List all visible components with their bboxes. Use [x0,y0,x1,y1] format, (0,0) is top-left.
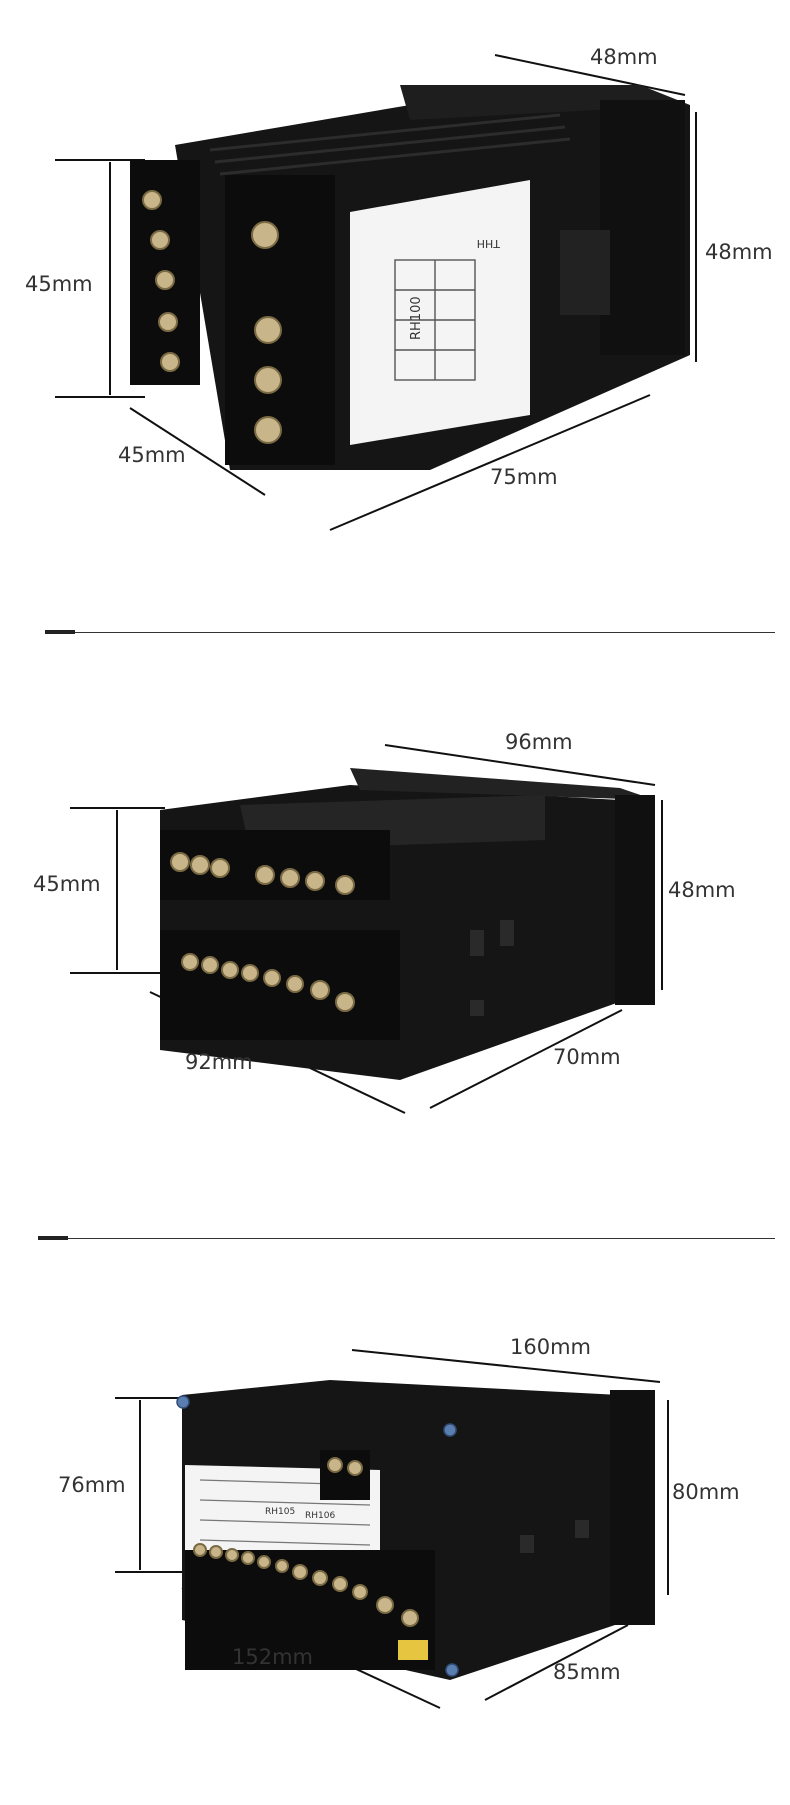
terminal-block-bottom [185,1550,435,1670]
dim-depth: 75mm [490,465,558,489]
warning-sticker [398,1640,428,1660]
corner-bolt [443,1423,457,1437]
dim-line-depth [429,1009,623,1109]
dim-line-depth [329,394,651,531]
terminal-block-bottom [160,930,400,1040]
terminal-block-left [130,160,335,465]
screw [254,416,282,444]
screw [150,230,170,250]
label-model-a: RH105 [265,1507,295,1517]
dim-front-width: 160mm [510,1335,591,1359]
label-brand: THH [477,237,501,250]
front-bezel [600,100,685,355]
front-bezel-top [400,85,690,120]
dim-line-depth [484,1624,629,1701]
terminal-block-top [320,1450,370,1500]
front-bezel [615,795,655,1005]
screw [254,316,282,344]
dim-front-height: 48mm [668,878,736,902]
product-2-drawing [70,744,663,1114]
separator-2-mark [38,1236,68,1240]
dim-front-width: 48mm [590,45,658,69]
dim-back-width: 152mm [232,1645,313,1669]
dim-front-width: 96mm [505,730,573,754]
product-2: 96mm 48mm 45mm 92mm 70mm [0,700,790,1120]
label-model: RH100 [409,296,424,340]
screw [158,312,178,332]
screw [142,190,162,210]
label-model-b: RH106 [305,1511,335,1521]
dim-line-front-width [494,54,686,96]
dim-front-height: 48mm [705,240,773,264]
product-3-drawing: RH105 RH106 [115,1349,669,1709]
dim-front-height: 80mm [672,1480,740,1504]
corner-bolt [176,1395,190,1409]
dim-line-back-width [129,407,266,496]
dim-depth: 70mm [553,1045,621,1069]
screw [251,221,279,249]
dim-back-width: 45mm [118,443,186,467]
dim-line-front-width [384,744,656,786]
dim-depth: 85mm [553,1660,621,1684]
wiring-label [350,180,530,445]
front-bezel [610,1390,655,1625]
side-clip [560,230,610,315]
screw [254,366,282,394]
dim-back-width: 92mm [185,1050,253,1074]
screw [155,270,175,290]
front-bezel-top [350,768,655,800]
separator-2 [38,1238,775,1239]
product-1-drawing: RH100 THH [55,54,697,531]
corner-bolt [445,1663,459,1677]
dim-line-front-width [351,1349,661,1383]
product-3: RH105 RH106 160mm 80mm 76mm 152mm 85mm [0,1320,790,1805]
separator-1-mark [45,630,75,634]
dim-back-height: 45mm [25,272,93,296]
product-1: RH100 THH 48mm 48mm 45mm 45mm 75mm [0,0,790,560]
screw [160,352,180,372]
dim-back-height: 45mm [33,872,101,896]
separator-1 [45,632,775,633]
dim-back-height: 76mm [58,1473,126,1497]
